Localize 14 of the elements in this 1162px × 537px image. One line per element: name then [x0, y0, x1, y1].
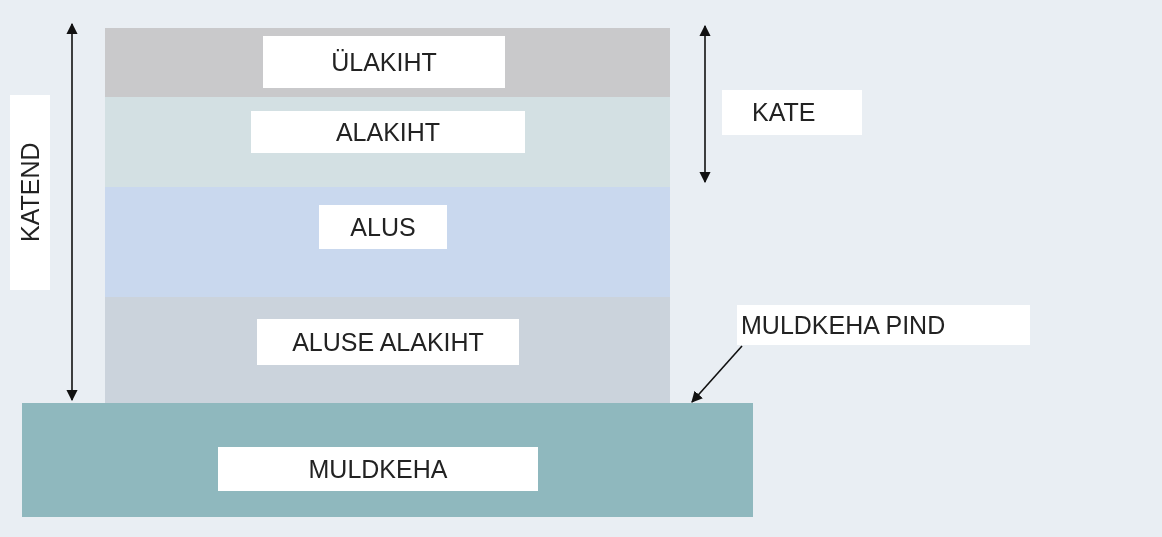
callout-text: MULDKEHA PIND: [737, 305, 1030, 345]
pavement-layer: [105, 28, 670, 97]
leader-line: [691, 345, 743, 403]
subgrade-layer: [22, 403, 753, 517]
pavement-layer: [105, 97, 670, 187]
layer-label: ALAKIHT: [251, 111, 525, 153]
layer-label: ÜLAKIHT: [263, 36, 505, 88]
layer-label: MULDKEHA: [218, 447, 538, 491]
pavement-layer: [105, 187, 670, 297]
dimension-label: KATEND: [10, 95, 50, 290]
pavement-layer: [105, 297, 670, 403]
layer-label: ALUSE ALAKIHT: [257, 319, 519, 365]
dimension-label: KATE: [722, 90, 862, 135]
layer-label: ALUS: [319, 205, 447, 249]
